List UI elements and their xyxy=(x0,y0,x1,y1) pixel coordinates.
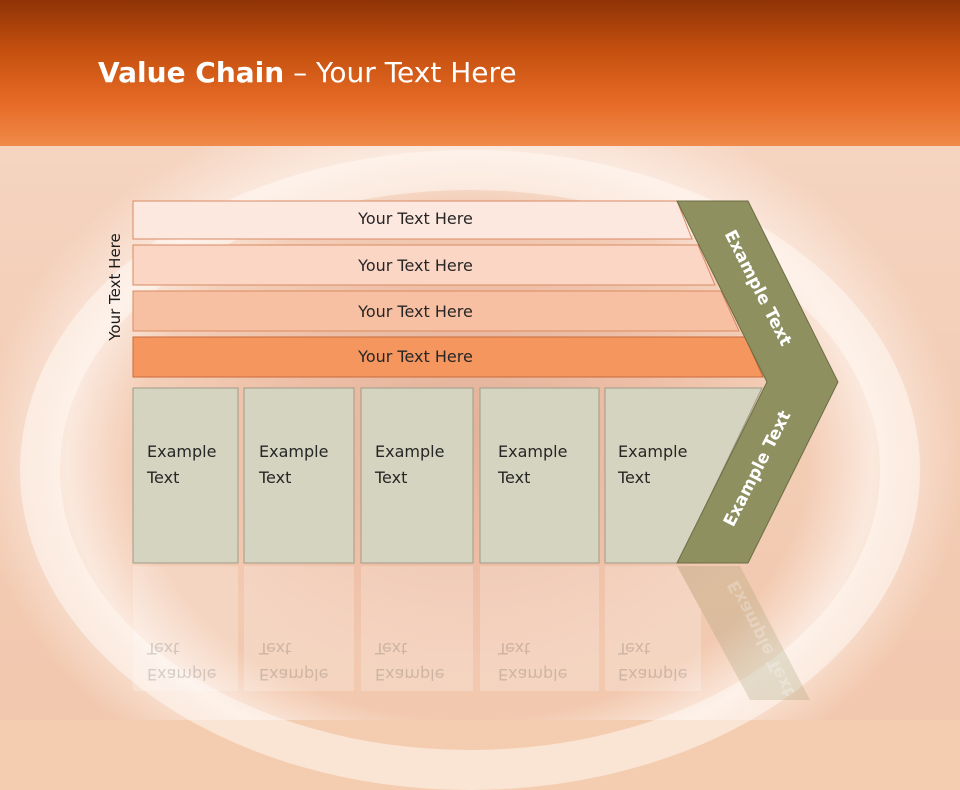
title-bold: Value Chain xyxy=(98,56,285,89)
box-reflection-4 xyxy=(480,566,599,691)
box-1-refl-line2: Text xyxy=(147,639,180,658)
bar-2-text: Your Text Here xyxy=(358,256,473,275)
bar-1 xyxy=(132,200,693,240)
box-2-line1: Example xyxy=(259,442,329,461)
box-1-line2: Text xyxy=(147,468,180,487)
box-1 xyxy=(132,387,239,564)
box-reflection-2 xyxy=(244,566,354,691)
box-5-refl-line2: Text xyxy=(618,639,651,658)
box-3 xyxy=(360,387,474,564)
box-5-line1: Example xyxy=(618,442,688,461)
title-bar xyxy=(0,0,960,146)
box-2-refl-line1: Example xyxy=(259,665,329,684)
box-5-refl-line1: Example xyxy=(618,665,688,684)
bar-1-text: Your Text Here xyxy=(358,209,473,228)
box-1-reflection-text: Example Text xyxy=(147,635,247,687)
box-2-line2: Text xyxy=(259,468,292,487)
box-5-line2: Text xyxy=(618,468,651,487)
box-2 xyxy=(243,387,355,564)
box-3-line2: Text xyxy=(375,468,408,487)
box-4-line2: Text xyxy=(498,468,531,487)
box-2-refl-line2: Text xyxy=(259,639,292,658)
box-4-reflection-text: Example Text xyxy=(498,635,598,687)
slide-title: Value Chain – Your Text Here xyxy=(98,56,517,96)
value-chain-diagram xyxy=(132,200,839,700)
box-5-reflection-text: Example Text xyxy=(618,635,718,687)
bar-3 xyxy=(132,290,740,332)
box-reflection-3 xyxy=(361,566,473,691)
title-rest: – Your Text Here xyxy=(284,56,517,89)
box-3-refl-line2: Text xyxy=(375,639,408,658)
box-4 xyxy=(479,387,600,564)
bar-3-text: Your Text Here xyxy=(358,302,473,321)
box-reflection-1 xyxy=(133,566,238,691)
box-4-line1: Example xyxy=(498,442,568,461)
box-reflection-5 xyxy=(605,566,701,691)
box-1-line1: Example xyxy=(147,442,217,461)
chevron-reflection xyxy=(677,566,810,700)
box-3-refl-line1: Example xyxy=(375,665,445,684)
box-2-reflection-text: Example Text xyxy=(259,635,359,687)
box-4-refl-line2: Text xyxy=(498,639,531,658)
bar-4 xyxy=(132,336,764,378)
box-1-refl-line1: Example xyxy=(147,665,217,684)
bar-4-text: Your Text Here xyxy=(358,347,473,366)
reflection-group xyxy=(133,566,810,700)
chevron-arrow xyxy=(676,200,839,564)
box-3-reflection-text: Example Text xyxy=(375,635,475,687)
bar-2 xyxy=(132,244,716,286)
box-3-line1: Example xyxy=(375,442,445,461)
box-4-refl-line1: Example xyxy=(498,665,568,684)
